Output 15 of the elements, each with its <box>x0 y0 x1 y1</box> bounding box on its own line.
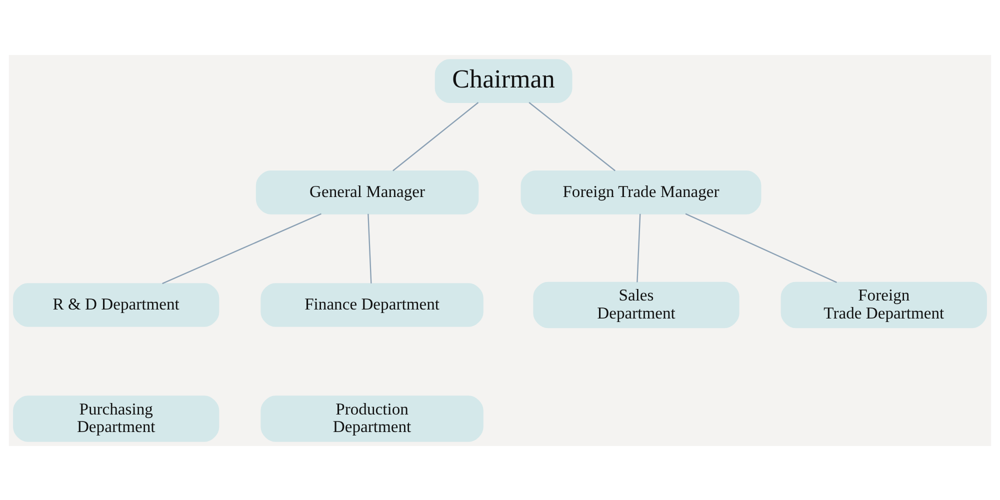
node-box: Foreign Trade Manager <box>520 170 762 214</box>
node-box: Sales Department <box>533 281 740 328</box>
connector <box>685 212 837 282</box>
connector <box>392 102 479 171</box>
connector <box>162 212 322 284</box>
node-box: Chairman <box>434 58 572 102</box>
node-box: Finance Department <box>260 282 484 326</box>
node-box: Foreign Trade Department <box>780 281 987 328</box>
node-box: Production Department <box>260 395 484 442</box>
node-box: R & D Department <box>13 282 220 326</box>
node-box: Purchasing Department <box>13 395 220 442</box>
connector <box>636 213 641 282</box>
connector <box>528 102 616 171</box>
node-box: General Manager <box>256 170 479 214</box>
connector <box>368 213 372 283</box>
